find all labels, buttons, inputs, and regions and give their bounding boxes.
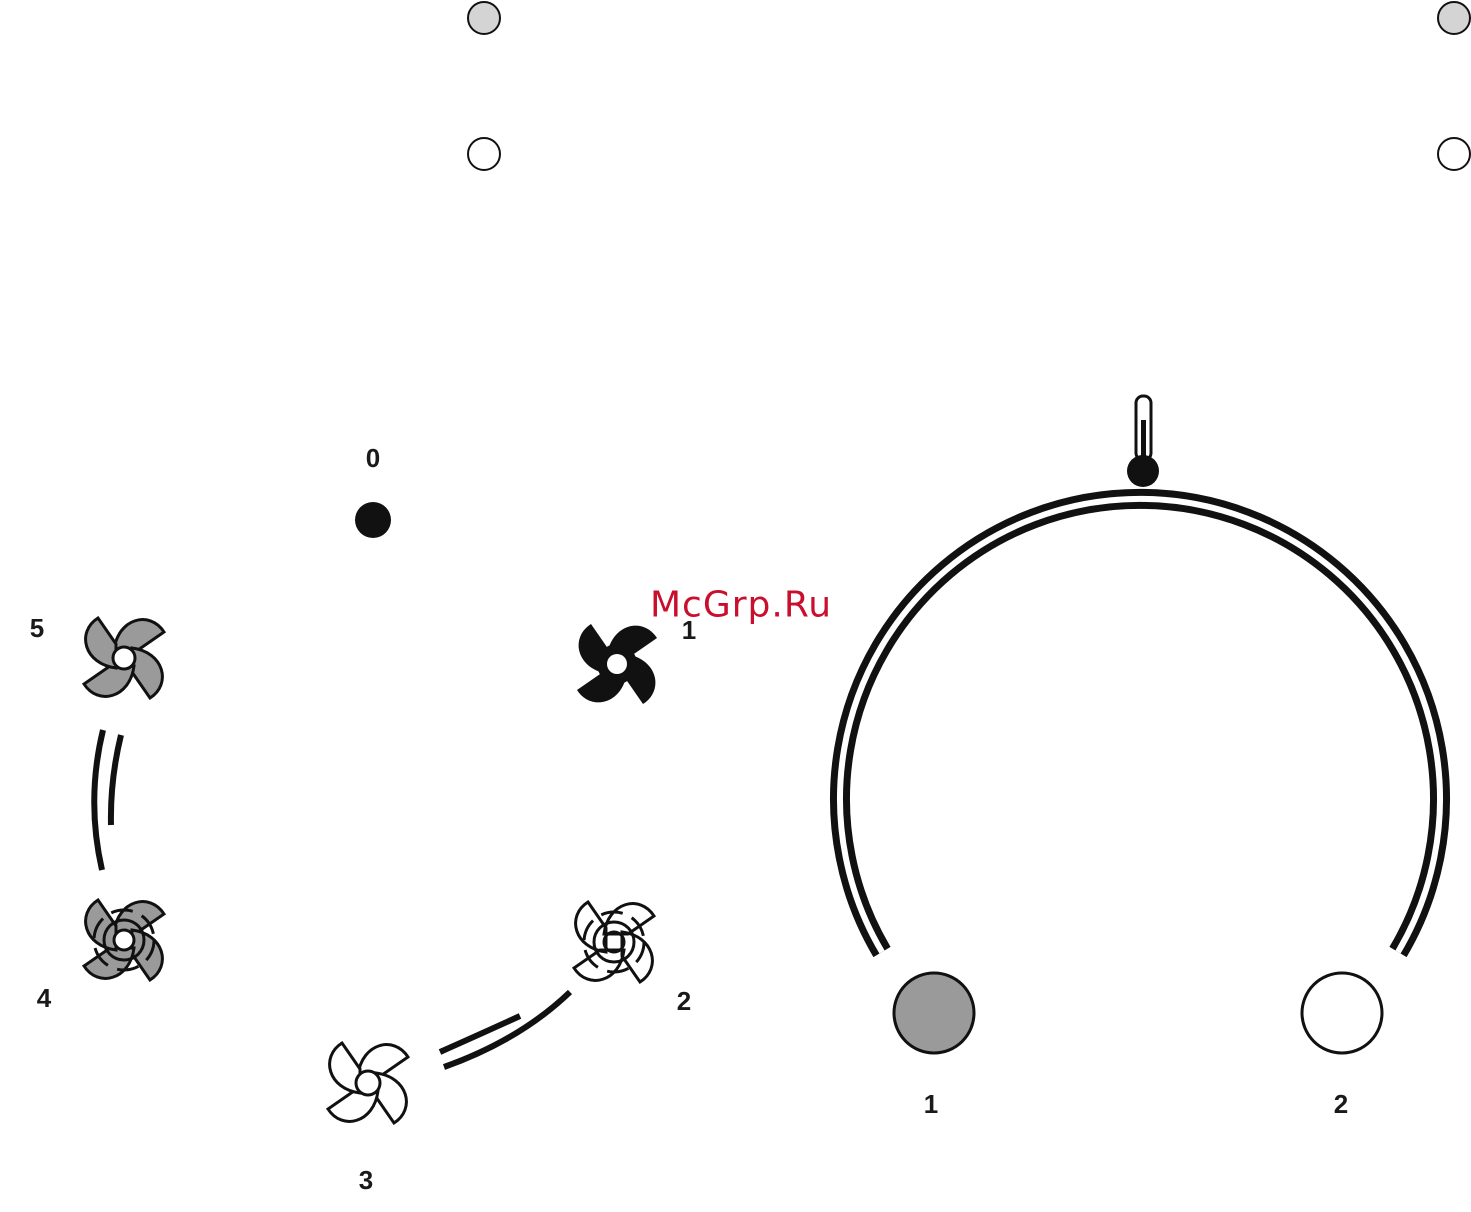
indicator-left-bottom xyxy=(468,138,500,170)
fan-position-5-label: 5 xyxy=(30,615,44,641)
fan-ringed-icon xyxy=(574,902,654,982)
fan-solid-icon xyxy=(577,624,657,704)
watermark: McGrp.Ru xyxy=(650,585,832,626)
thermostat-position-2-label: 2 xyxy=(1334,1091,1348,1117)
connector-3-2 xyxy=(440,992,570,1067)
off-dot-icon xyxy=(355,502,391,538)
fan-position-3-label: 3 xyxy=(359,1167,373,1193)
thermostat-position-2-indicator xyxy=(1302,973,1382,1053)
fan-ringed-grey-icon xyxy=(84,900,164,980)
fan-position-2-label: 2 xyxy=(677,988,691,1014)
indicator-right-bottom xyxy=(1438,138,1470,170)
thermostat-arc xyxy=(840,499,1440,952)
indicator-right-top xyxy=(1438,2,1470,34)
thermometer-icon xyxy=(1127,396,1159,487)
fan-outline-icon xyxy=(328,1043,408,1123)
thermostat-position-1-indicator xyxy=(894,973,974,1053)
fan-grey-icon xyxy=(84,618,164,698)
fan-position-4-label: 4 xyxy=(37,985,51,1011)
fan-position-0-label: 0 xyxy=(366,445,380,471)
connector-5-4 xyxy=(94,730,121,870)
indicator-left-top xyxy=(468,2,500,34)
thermostat-position-1-label: 1 xyxy=(924,1091,938,1117)
